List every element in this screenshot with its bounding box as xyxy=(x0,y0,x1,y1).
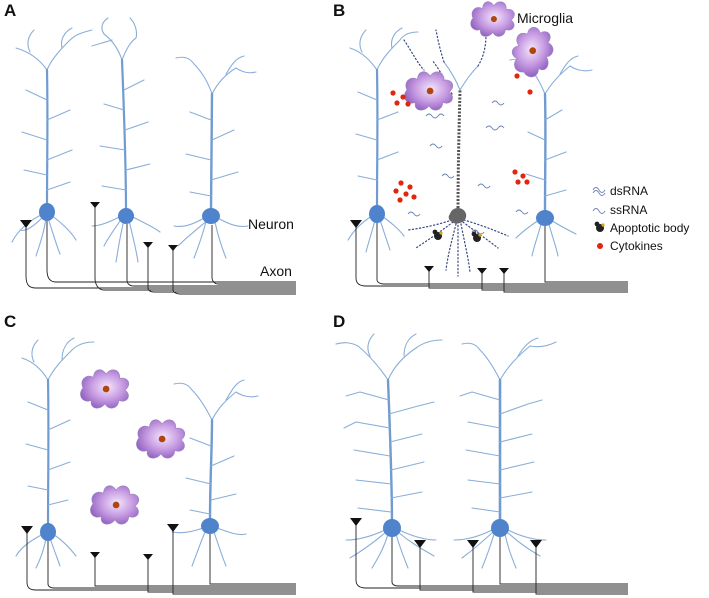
apoptotic-bodies xyxy=(432,229,482,242)
panel-a: Neuron Axon xyxy=(11,17,296,295)
neuron-a3 xyxy=(173,55,257,259)
neuron-d1 xyxy=(335,333,443,569)
axon-label: Axon xyxy=(260,263,292,279)
axon-bundle-c xyxy=(21,524,296,595)
neuron-a2 xyxy=(91,17,161,263)
axon-bundle-a xyxy=(20,202,296,295)
microglia-cell xyxy=(135,419,186,459)
neuron-c1 xyxy=(15,337,95,569)
legend-label: Cytokines xyxy=(610,239,663,253)
neuron-b1 xyxy=(347,27,419,253)
rna-fragments xyxy=(407,100,529,235)
legend-label: ssRNA xyxy=(610,203,647,217)
panel-c-letter: C xyxy=(4,312,16,331)
microglia-icon xyxy=(470,1,515,37)
legend-label: Apoptotic body xyxy=(610,221,689,235)
microglia-cell xyxy=(505,22,560,82)
panel-b-letter: B xyxy=(333,1,345,20)
panel-b: Microglia xyxy=(347,1,689,293)
panel-d xyxy=(335,333,628,595)
dsrna-icon xyxy=(592,187,606,196)
panel-a-letter: A xyxy=(4,1,16,20)
panel-c xyxy=(15,337,296,595)
axon-bundle-d xyxy=(350,518,628,595)
neuron-d2 xyxy=(453,337,557,569)
cytokine-cluster xyxy=(390,73,533,203)
microglia-label: Microglia xyxy=(517,10,573,26)
microglia-cell xyxy=(89,485,140,525)
cytokine-icon xyxy=(597,243,603,249)
panel-d-letter: D xyxy=(333,312,345,331)
microglia-cell xyxy=(403,71,454,111)
neuron-label: Neuron xyxy=(248,216,294,232)
legend-label: dsRNA xyxy=(610,184,648,198)
apoptotic-neuron xyxy=(403,29,509,277)
ssrna-icon xyxy=(592,208,606,214)
axon-bundle-b xyxy=(350,220,628,293)
neuron-b2 xyxy=(509,55,593,257)
neuron-c2 xyxy=(171,379,259,567)
apoptotic-body-icon xyxy=(594,221,605,232)
microglia-cell xyxy=(79,369,130,409)
legend: dsRNA ssRNA Apoptotic body Cytokines xyxy=(592,184,689,253)
